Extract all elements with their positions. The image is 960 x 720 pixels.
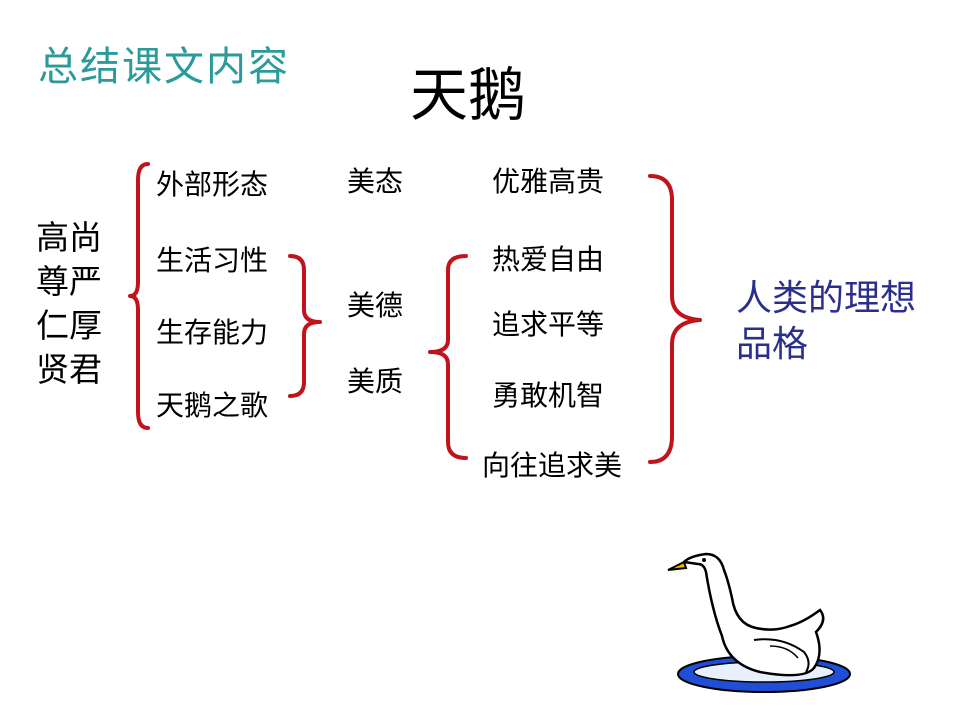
slide-heading: 总结课文内容 bbox=[38, 44, 290, 90]
swan-wing bbox=[753, 638, 810, 673]
swan-body bbox=[681, 552, 825, 677]
section-item: 天鹅之歌 bbox=[156, 389, 269, 422]
section-item: 生存能力 bbox=[156, 316, 269, 349]
left-group-line: 仁厚 bbox=[36, 306, 102, 345]
quality-item: 热爱自由 bbox=[492, 243, 605, 276]
quality-item: 向往追求美 bbox=[482, 449, 623, 482]
left-group-line: 高尚 bbox=[36, 218, 102, 257]
habits-brace bbox=[288, 254, 322, 398]
swan-eye bbox=[702, 558, 706, 562]
quality-item: 勇敢机智 bbox=[492, 379, 605, 412]
section-item: 外部形态 bbox=[156, 168, 269, 201]
swan-beak bbox=[667, 560, 688, 571]
conclusion-text: 人类的理想品格 bbox=[736, 278, 917, 365]
section-item: 生活习性 bbox=[156, 244, 269, 277]
qualities-brace bbox=[428, 254, 468, 460]
slide-title: 天鹅 bbox=[410, 61, 527, 129]
aspect-item: 美质 bbox=[347, 365, 404, 398]
quality-item: 优雅高贵 bbox=[492, 165, 605, 198]
left-group-line: 贤君 bbox=[36, 350, 102, 389]
swan-wing-detail bbox=[769, 645, 799, 659]
aspect-item: 美态 bbox=[347, 165, 404, 198]
aspect-item: 美德 bbox=[347, 289, 404, 322]
left-brace bbox=[128, 162, 150, 430]
left-group-text: 高尚尊严仁厚贤君 bbox=[36, 216, 116, 392]
swan-icon bbox=[667, 552, 851, 693]
quality-item: 追求平等 bbox=[492, 308, 605, 341]
left-group-line: 尊严 bbox=[36, 262, 102, 301]
right-brace bbox=[648, 174, 702, 464]
